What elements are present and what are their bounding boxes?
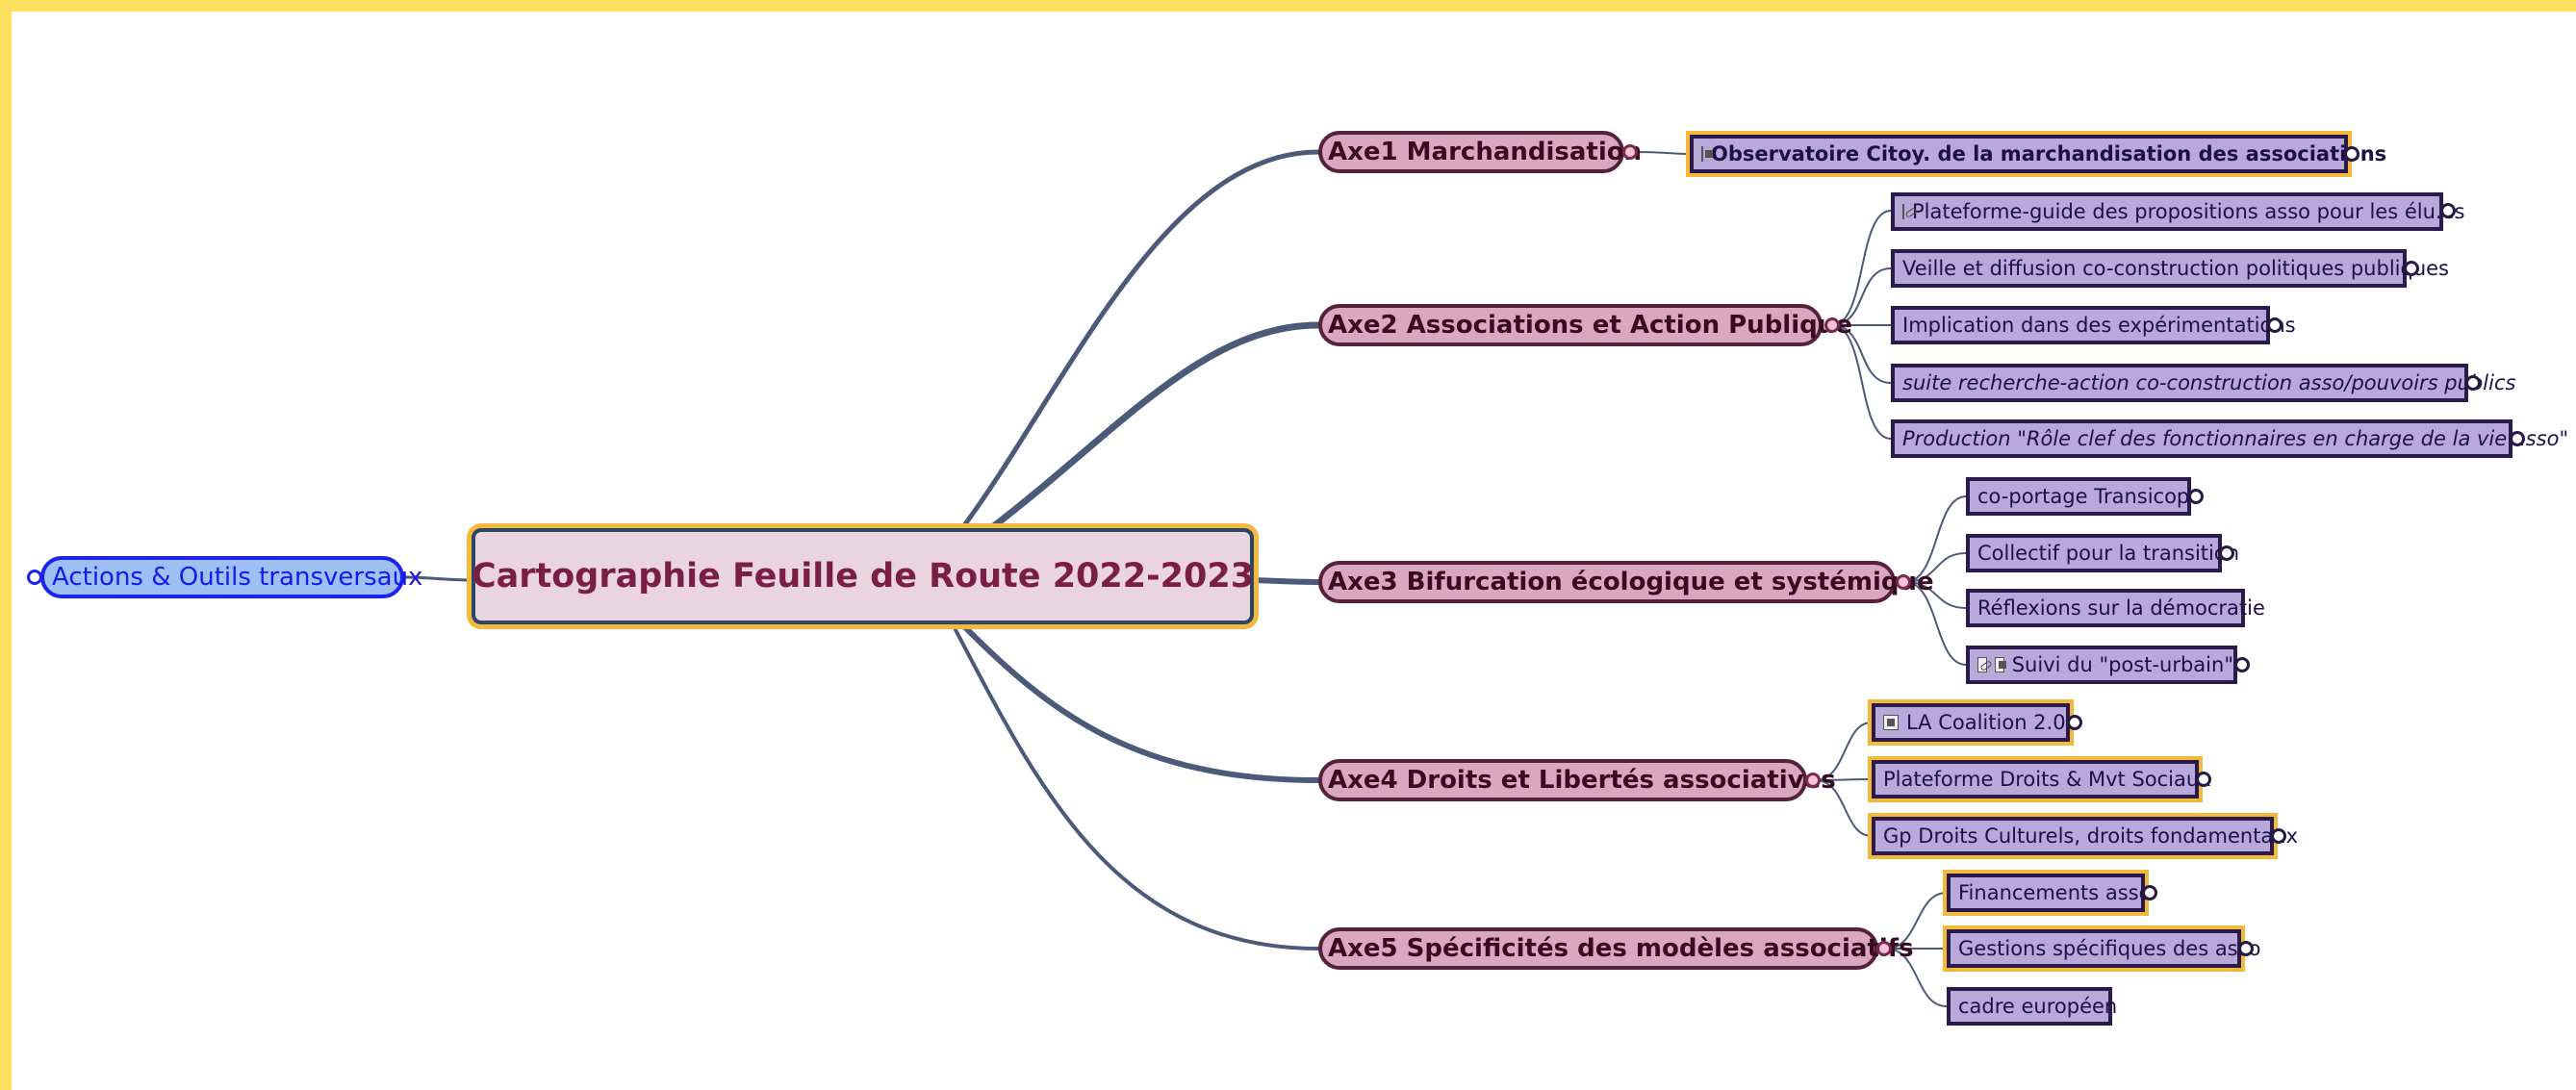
axe2-child-4-label: suite recherche-action co-construction a… <box>1902 371 2516 394</box>
edge-axe2 <box>987 321 1322 532</box>
axe5-child-2[interactable]: Gestions spécifiques des asso <box>1947 929 2260 968</box>
axe2-child-3-label: Implication dans des expérimentations <box>1902 314 2296 337</box>
axe4-node[interactable]: Axe4 Droits et Libertés associatives <box>1318 759 1836 801</box>
axe3-label: Axe3 Bifurcation écologique et systémiqu… <box>1328 568 1934 596</box>
axe2-knob[interactable] <box>1824 317 1840 333</box>
axe4-child-3[interactable]: Gp Droits Culturels, droits fondamentaux <box>1872 817 2298 855</box>
collapse-knob-left[interactable] <box>27 570 42 585</box>
axe1-child-1-label: Observatoire Citoy. de la marchandisatio… <box>1711 142 2387 165</box>
axe3-child-1-label: co-portage Transicope <box>1977 485 2203 508</box>
axe2-child-1-knob[interactable] <box>2440 203 2456 218</box>
axe3-child-3-label: Réflexions sur la démocratie <box>1977 596 2265 620</box>
axe2-node[interactable]: Axe2 Associations et Action Publique <box>1318 304 1852 346</box>
axe3-child-3[interactable]: Réflexions sur la démocratie <box>1966 589 2265 627</box>
axe5-label: Axe5 Spécificités des modèles associatif… <box>1328 934 1914 963</box>
link-icon <box>1902 204 1904 219</box>
axe4-child-2-label: Plateforme Droits & Mvt Sociaux <box>1883 768 2211 791</box>
axe2-child-2[interactable]: Veille et diffusion co-construction poli… <box>1891 249 2449 288</box>
left-node-label: Actions & Outils transversaux <box>52 563 423 592</box>
link-icon <box>1977 657 1987 672</box>
axe1-child-1-knob[interactable] <box>2344 146 2359 162</box>
axe4-label: Axe4 Droits et Libertés associatives <box>1328 766 1836 795</box>
axe3-child-2-knob[interactable] <box>2219 545 2234 561</box>
axe2-child-1[interactable]: Plateforme-guide des propositions asso p… <box>1891 192 2464 231</box>
axe5-child-3-label: cadre européen <box>1958 995 2118 1018</box>
frame-top-bar <box>0 0 2576 12</box>
axe5-child-3[interactable]: cadre européen <box>1947 987 2117 1026</box>
axe2-child-1-label: Plateforme-guide des propositions asso p… <box>1912 200 2465 223</box>
edge-left <box>402 575 473 582</box>
note-icon <box>1883 715 1899 730</box>
axe3-child-4[interactable]: Suivi du "post-urbain" <box>1966 646 2237 684</box>
edge-axe5 <box>951 622 1320 951</box>
edge-axe4 <box>959 621 1321 783</box>
axe2-child-3[interactable]: Implication dans des expérimentations <box>1891 306 2296 344</box>
note-icon <box>1701 146 1713 162</box>
axe3-child-1-knob[interactable] <box>2188 489 2204 504</box>
axe5-knob[interactable] <box>1876 941 1892 956</box>
axe3-child-4-knob[interactable] <box>2234 657 2250 672</box>
axe3-child-2-label: Collectif pour la transition <box>1977 542 2240 565</box>
axe1-label: Axe1 Marchandisation <box>1328 138 1643 166</box>
axe1-child-1[interactable]: Observatoire Citoy. de la marchandisatio… <box>1690 135 2386 173</box>
axe3-child-1[interactable]: co-portage Transicope <box>1966 477 2202 516</box>
axe5-child-1[interactable]: Financements asso <box>1947 874 2151 912</box>
axe4-child-2[interactable]: Plateforme Droits & Mvt Sociaux <box>1872 760 2211 798</box>
axe5-child-1-knob[interactable] <box>2142 885 2157 900</box>
root-label: Cartographie Feuille de Route 2022-2023 <box>471 557 1255 596</box>
axe5-child-2-knob[interactable] <box>2238 941 2254 956</box>
axe1-node[interactable]: Axe1 Marchandisation <box>1318 131 1642 173</box>
axe3-node[interactable]: Axe3 Bifurcation écologique et systémiqu… <box>1318 561 1934 603</box>
axe4-child-1-label: LA Coalition 2.0 <box>1906 711 2066 734</box>
axe5-child-2-label: Gestions spécifiques des asso <box>1958 937 2261 960</box>
note-icon <box>1994 657 2006 672</box>
axe5-child-1-label: Financements asso <box>1958 881 2152 904</box>
axe2-child-2-knob[interactable] <box>2404 261 2419 276</box>
axe2-child-5-label: Production "Rôle clef des fonctionnaires… <box>1902 427 2569 450</box>
axe4-knob[interactable] <box>1805 773 1821 788</box>
axe3-child-4-label: Suivi du "post-urbain" <box>2011 653 2233 676</box>
root-node[interactable]: Cartographie Feuille de Route 2022-2023 <box>472 528 1254 624</box>
axe4-child-1-knob[interactable] <box>2067 715 2082 730</box>
axe2-child-3-knob[interactable] <box>2267 317 2283 333</box>
axe2-child-4[interactable]: suite recherche-action co-construction a… <box>1891 364 2515 402</box>
axe5-node[interactable]: Axe5 Spécificités des modèles associatif… <box>1318 927 1914 970</box>
axe2-child-5[interactable]: Production "Rôle clef des fonctionnaires… <box>1891 419 2568 458</box>
axe3-child-2[interactable]: Collectif pour la transition <box>1966 534 2239 572</box>
axe2-child-4-knob[interactable] <box>2465 375 2481 391</box>
axe4-child-2-knob[interactable] <box>2196 772 2211 787</box>
axe3-knob[interactable] <box>1896 574 1911 590</box>
axe2-label: Axe2 Associations et Action Publique <box>1328 311 1852 340</box>
axe2-child-2-label: Veille et diffusion co-construction poli… <box>1902 257 2449 280</box>
axe4-child-3-knob[interactable] <box>2271 828 2286 844</box>
axe1-knob[interactable] <box>1622 144 1638 160</box>
axe4-child-1[interactable]: LA Coalition 2.0 <box>1872 703 2070 742</box>
frame-left-bar <box>0 0 12 1090</box>
axe2-child-5-knob[interactable] <box>2510 431 2525 446</box>
edge-axe1 <box>959 149 1321 531</box>
left-node-actions-outils[interactable]: Actions & Outils transversaux <box>40 556 422 598</box>
axe4-child-3-label: Gp Droits Culturels, droits fondamentaux <box>1883 824 2299 848</box>
edge-axe3 <box>1251 577 1321 585</box>
